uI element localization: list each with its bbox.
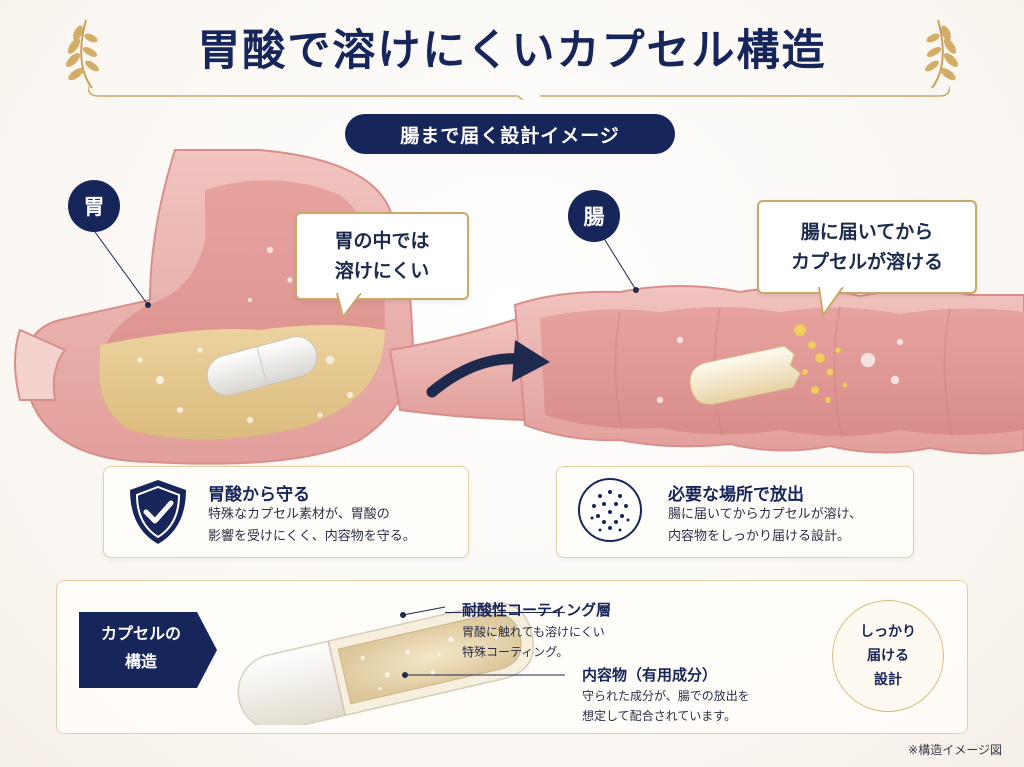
footnote: ※構造イメージ図 <box>908 743 1002 757</box>
intestine-badge: 腸 <box>568 190 620 242</box>
capsule-cross-section <box>237 602 565 725</box>
structure-tag <box>79 612 217 688</box>
structure-tag-line: 構造 <box>124 652 157 671</box>
intestine-callout-line: 腸に届いてから <box>800 221 934 243</box>
coating-title: 耐酸性コーティング層 <box>462 601 612 619</box>
coating-body: 胃酸に触れても溶けにくい 特殊コーティング。 <box>462 622 605 662</box>
stomach-callout-line: 胃の中では <box>334 230 430 252</box>
card-line: 内容物をしっかり届ける設計。 <box>668 529 851 544</box>
intestine-callout-line: カプセルが溶ける <box>790 251 943 273</box>
coating-line: 特殊コーティング。 <box>462 645 569 659</box>
card-release-body: 腸に届いてからカプセルが溶け、 内容物をしっかり届ける設計。 <box>668 504 862 548</box>
intestine-callout-tail <box>818 287 844 317</box>
coating-line: 胃酸に触れても溶けにくい <box>462 625 605 639</box>
contents-body: 守られた成分が、腸での放出を 想定して配合されています。 <box>582 686 750 726</box>
card-protect-title: 胃酸から守る <box>208 485 310 505</box>
intestine-callout: 腸に届いてから カプセルが溶ける <box>757 200 977 294</box>
stomach-badge: 胃 <box>68 180 120 232</box>
contents-title: 内容物（有用成分） <box>582 666 718 684</box>
dispersion-dots-icon <box>578 478 642 542</box>
card-protect-body: 特殊なカプセル素材が、胃酸の 影響を受けにくく、内容物を守る。 <box>208 504 416 548</box>
seal-badge: しっかり 届ける 設計 <box>832 600 944 712</box>
card-line: 影響を受けにくく、内容物を守る。 <box>208 529 416 544</box>
digestive-tract-illustration <box>14 149 1024 465</box>
page-title: 胃酸で溶けにくいカプセル構造 <box>197 26 827 76</box>
stomach-callout-line: 溶けにくい <box>334 260 430 282</box>
laurel-right-icon <box>925 19 958 89</box>
structure-tag-line: カプセルの <box>100 624 181 643</box>
card-line: 特殊なカプセル素材が、胃酸の <box>208 507 390 522</box>
contents-line: 想定して配合されています。 <box>582 709 737 723</box>
title-frame <box>88 85 950 100</box>
seal-line: しっかり <box>860 624 916 640</box>
coating-leader-line <box>445 612 565 613</box>
laurel-left-icon <box>66 19 99 89</box>
seal-line: 届ける <box>867 648 909 664</box>
shield-check-icon <box>130 480 186 544</box>
contents-line: 守られた成分が、腸での放出を <box>582 689 750 703</box>
subtitle-pill: 腸まで届く設計イメージ <box>345 114 675 154</box>
structure-tag-label: カプセルの 構造 <box>79 620 203 676</box>
seal-line: 設計 <box>874 672 902 688</box>
stomach-callout-tail <box>336 293 362 319</box>
card-release-title: 必要な場所で放出 <box>668 485 804 505</box>
card-line: 腸に届いてからカプセルが溶け、 <box>668 507 862 522</box>
stomach-callout: 胃の中では 溶けにくい <box>295 212 469 300</box>
